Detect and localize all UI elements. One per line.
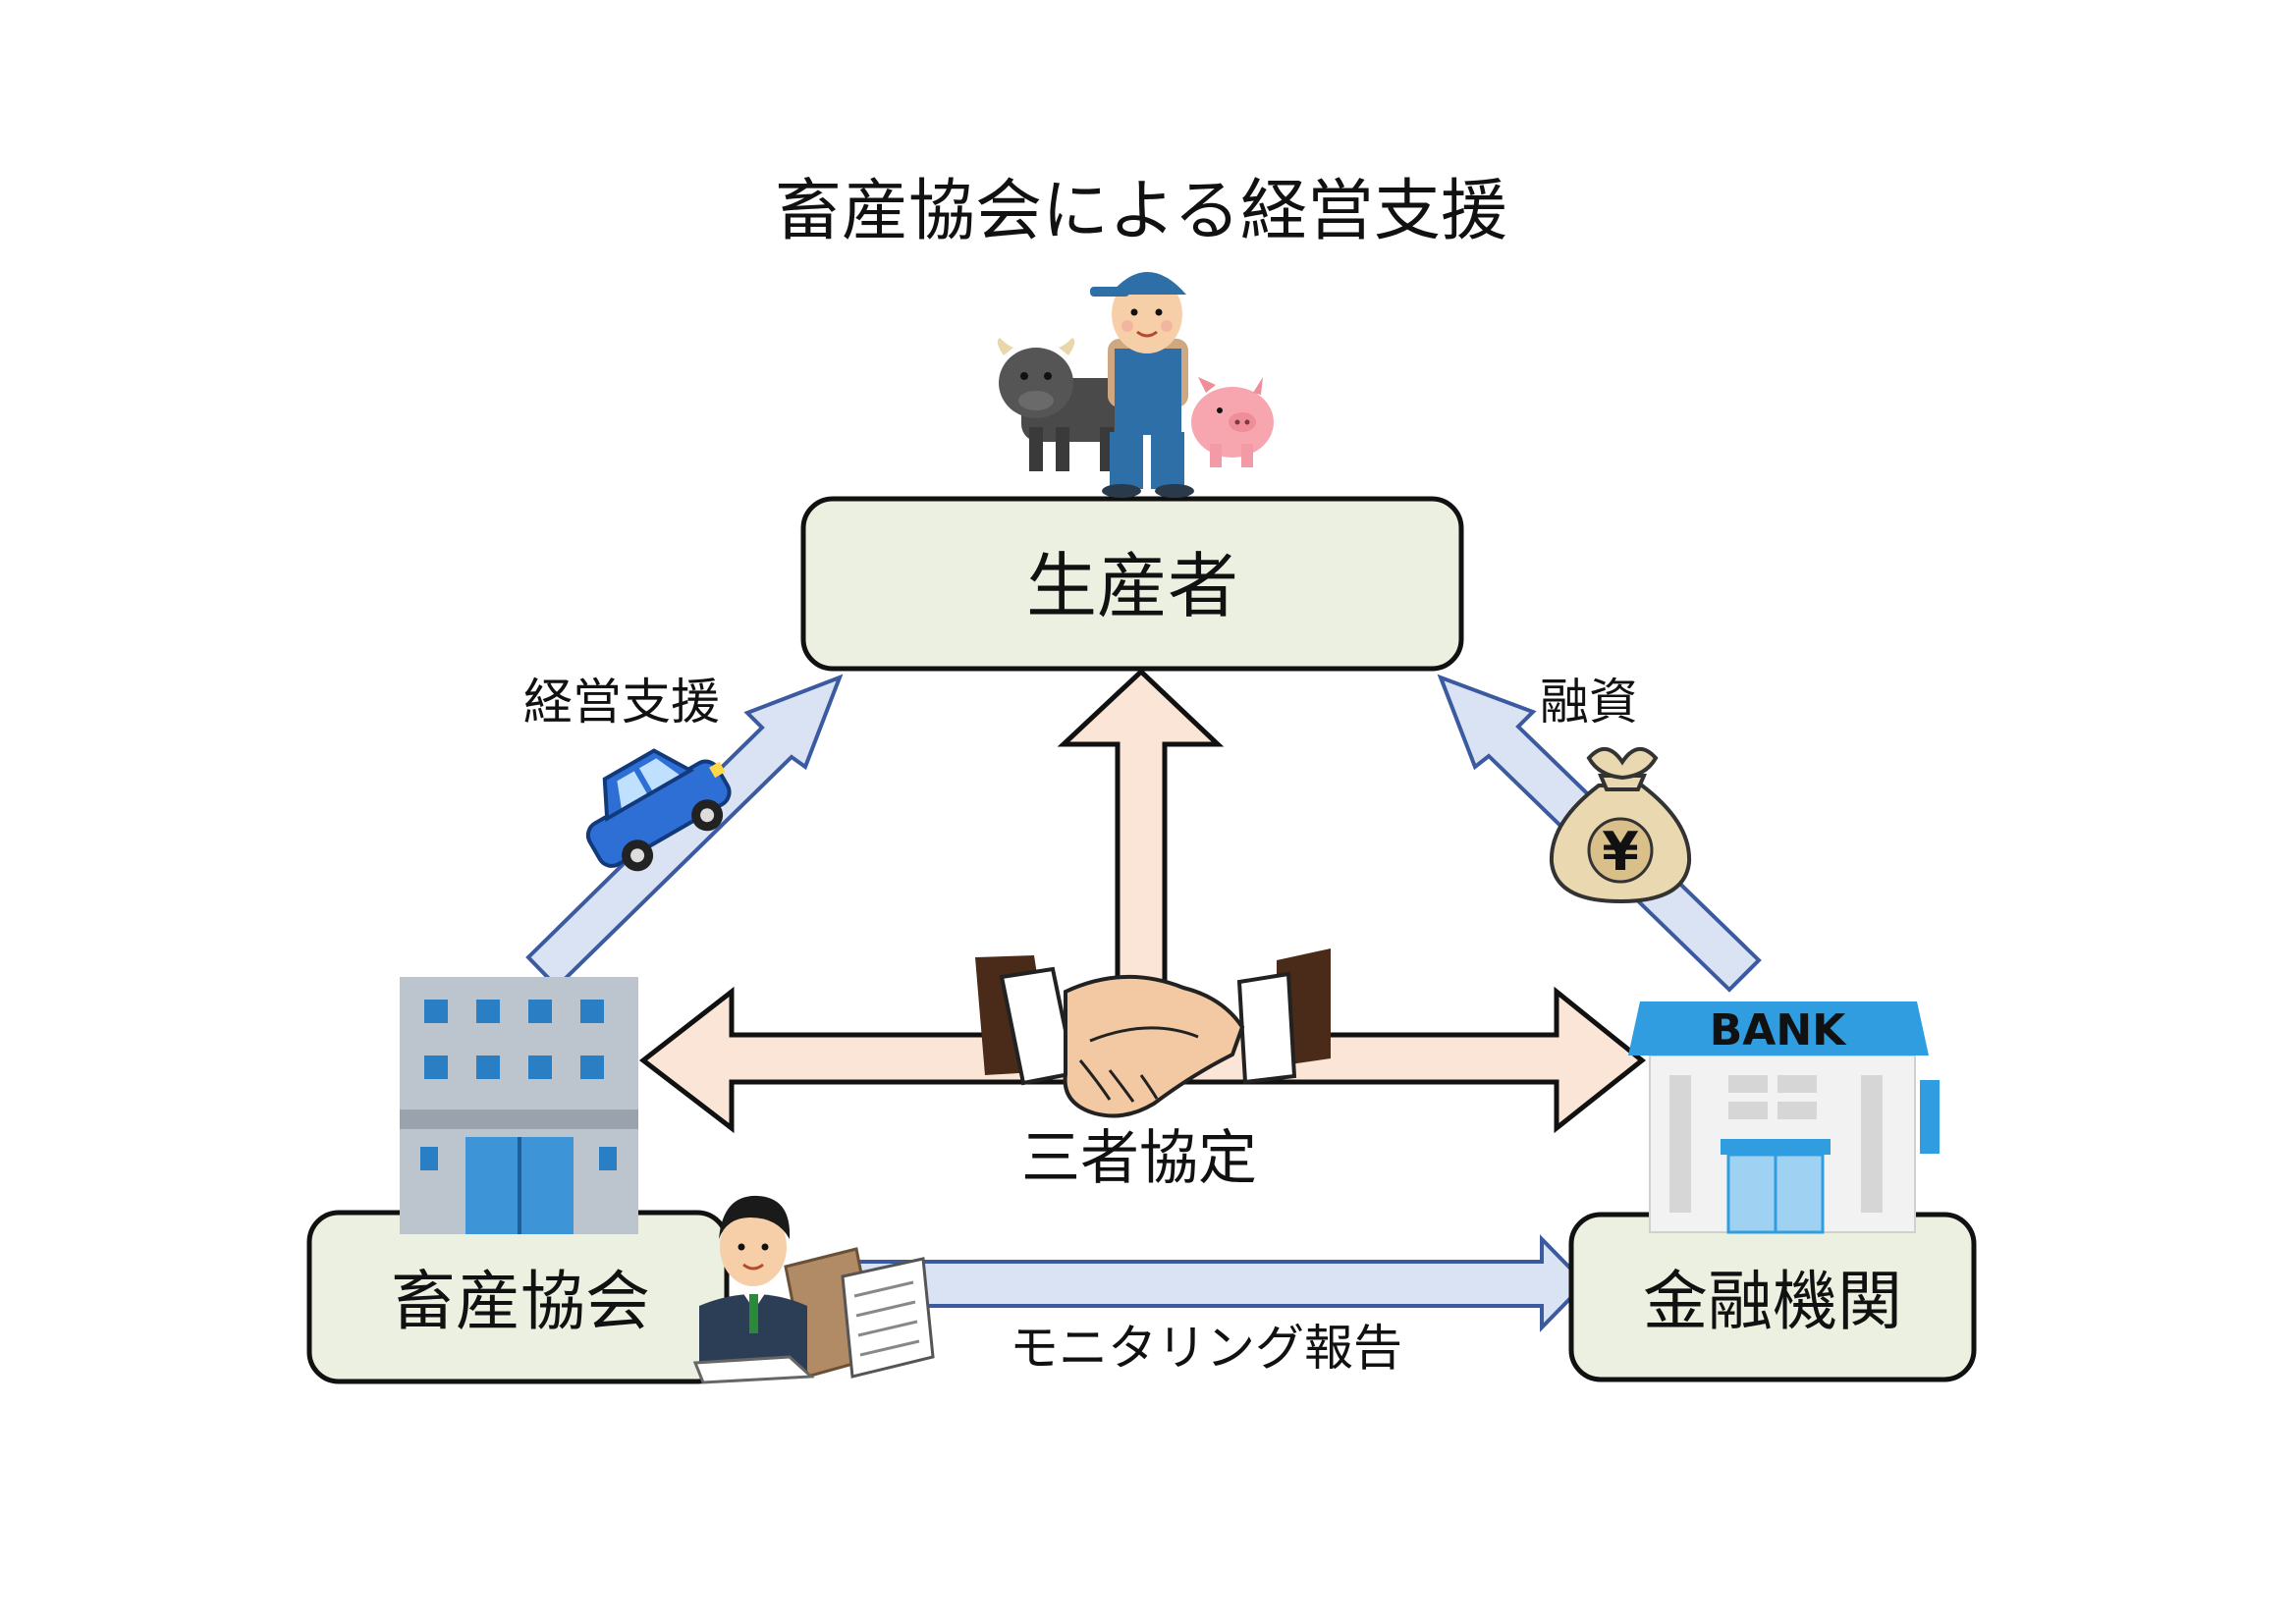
node-association: 畜産協会 <box>306 1210 730 1384</box>
label-monitoring: モニタリング報告 <box>1010 1320 1402 1377</box>
node-producer-label: 生産者 <box>1026 545 1238 627</box>
yen-symbol: ¥ <box>1602 821 1639 883</box>
bank-sign: BANK <box>1710 1005 1847 1056</box>
diagram-title: 畜産協会による経営支援 <box>775 173 1507 250</box>
handshake-icon <box>975 948 1331 1118</box>
clerk-with-documents-icon <box>692 1195 935 1384</box>
arrow-association-to-producer <box>525 674 844 990</box>
label-management-support: 経営支援 <box>523 674 720 731</box>
office-building-icon <box>400 977 638 1234</box>
farmer-with-livestock-icon <box>997 272 1274 498</box>
arrow-association-to-bank <box>828 1234 1588 1332</box>
yen-money-bag-icon: ¥ <box>1549 747 1692 904</box>
bank-building-icon: BANK <box>1628 1001 1940 1234</box>
label-financing: 融資 <box>1540 674 1638 731</box>
label-agreement: 三者協定 <box>1021 1124 1257 1193</box>
node-bank: 金融機関 <box>1568 1212 1977 1382</box>
node-producer: 生産者 <box>800 496 1464 672</box>
node-association-label: 畜産協会 <box>391 1264 650 1339</box>
car-icon <box>585 748 732 872</box>
node-bank-label: 金融機関 <box>1643 1264 1902 1339</box>
